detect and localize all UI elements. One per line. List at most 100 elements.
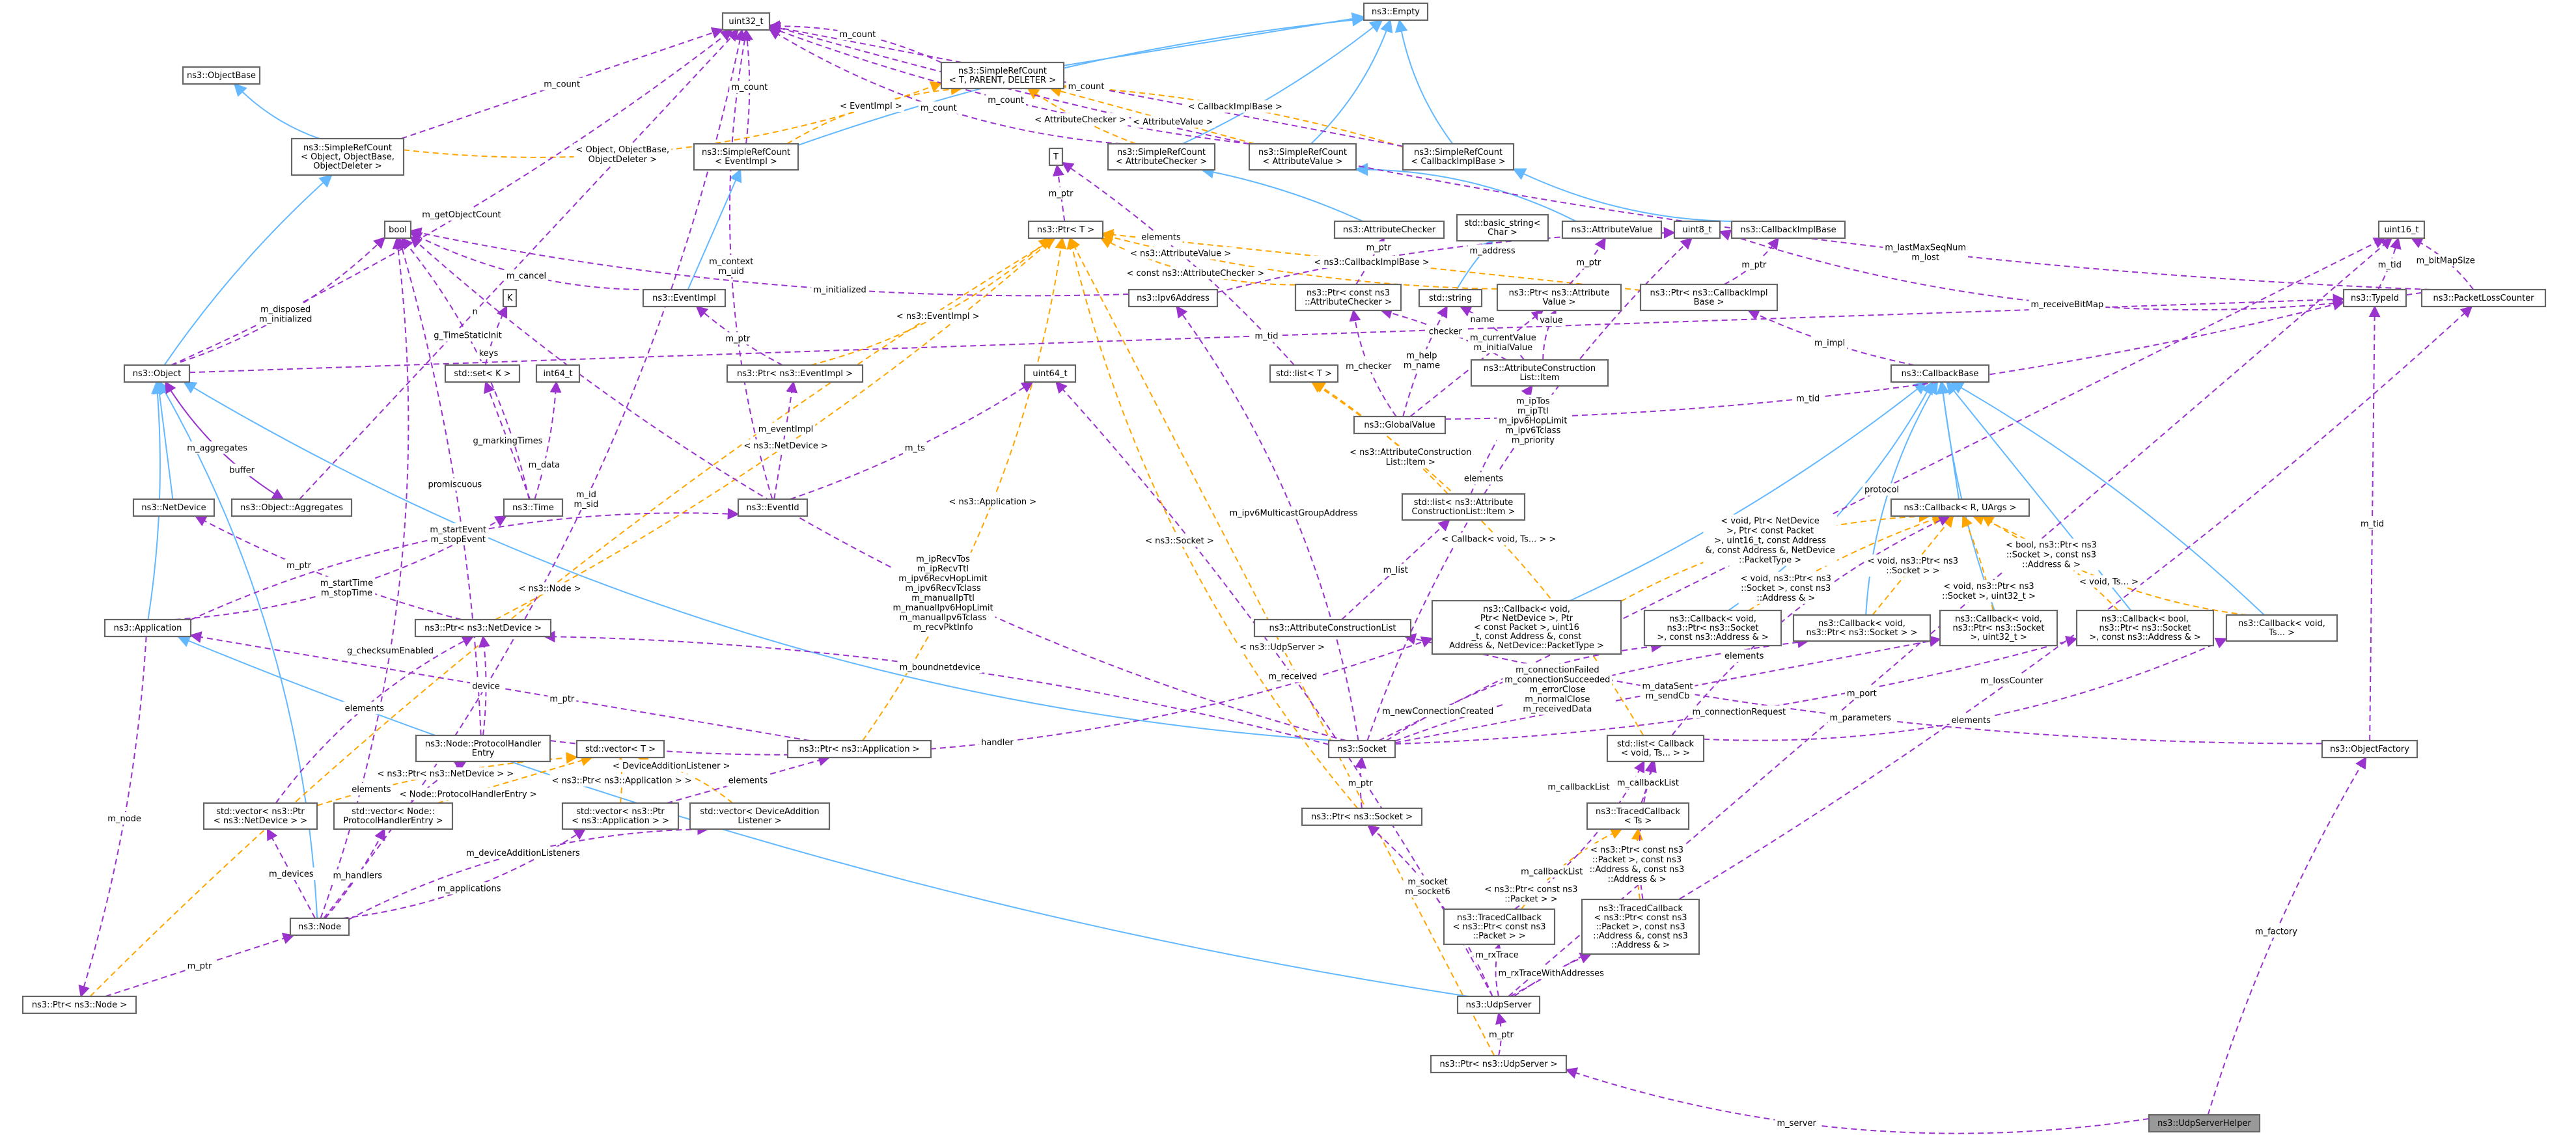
usage-edge [741, 29, 753, 144]
class-node-time[interactable]: ns3::Time [503, 498, 564, 517]
class-node-application[interactable]: ns3::Application [104, 618, 192, 638]
class-node-objectbase[interactable]: ns3::ObjectBase [182, 66, 261, 85]
node-box [1301, 807, 1423, 827]
class-node-set-k[interactable]: std::set< K > [444, 364, 521, 383]
class-node-packetlosscounter[interactable]: ns3::PacketLossCounter [2420, 288, 2547, 308]
usage-edge [666, 754, 831, 804]
class-node-objectfactory[interactable]: ns3::ObjectFactory [2321, 739, 2418, 759]
class-node-aggregates[interactable]: ns3::Object::Aggregates [230, 498, 353, 517]
class-node-uint8-t[interactable]: uint8_t [1673, 220, 1721, 239]
class-node-cb-socku32[interactable]: ns3::Callback< void,ns3::Ptr< ns3::Socke… [1939, 609, 2058, 647]
class-node-tracedcb-pktaddr[interactable]: ns3::TracedCallback< ns3::Ptr< const ns3… [1581, 898, 1700, 955]
class-node-vec-ptrnetdev[interactable]: std::vector< ns3::Ptr< ns3::NetDevice > … [202, 802, 318, 830]
class-node-callbackbase[interactable]: ns3::CallbackBase [1890, 364, 1990, 383]
inheritance-edge [1310, 19, 1393, 144]
class-node-callbackimplbase[interactable]: ns3::CallbackImplBase [1730, 220, 1846, 239]
class-node-t[interactable]: T [1048, 147, 1064, 167]
class-node-netdevice[interactable]: ns3::NetDevice [132, 498, 215, 517]
class-node-ptrapplication[interactable]: ns3::Ptr< ns3::Application > [786, 739, 932, 759]
edge-label: checker [1429, 327, 1463, 337]
class-node-src-tpd[interactable]: ns3::SimpleRefCount< T, PARENT, DELETER … [940, 61, 1065, 90]
class-node-list-callback[interactable]: std::list< Callback< void, Ts... > > [1606, 734, 1705, 763]
class-node-uint64-t[interactable]: uint64_t [1023, 364, 1077, 383]
node-label: uint32_t [728, 17, 763, 27]
class-node-ptreventimpl[interactable]: ns3::Ptr< ns3::EventImpl > [726, 364, 864, 383]
class-node-ptrattrchecker[interactable]: ns3::Ptr< const ns3::AttributeChecker > [1294, 283, 1402, 312]
class-node-int64-t[interactable]: int64_t [535, 364, 581, 383]
class-node-node[interactable]: ns3::Node [289, 917, 350, 937]
class-node-udpserverhelper[interactable]: ns3::UdpServerHelper [2148, 1114, 2261, 1133]
node-label: ns3::Ptr< ns3::Application > [799, 745, 919, 754]
class-node-ptrcbimpl[interactable]: ns3::Ptr< ns3::CallbackImplBase > [1639, 283, 1779, 312]
class-node-ptrnode[interactable]: ns3::Ptr< ns3::Node > [21, 995, 137, 1015]
edge-label-group: buffer [227, 463, 257, 476]
edge-label-group: < ns3::CallbackImplBase > [1312, 255, 1432, 268]
edge-label: m_callbackList [1521, 867, 1583, 877]
class-node-vec-dal[interactable]: std::vector< DeviceAdditionListener > [689, 802, 831, 830]
class-node-attributechecker[interactable]: ns3::AttributeChecker [1333, 220, 1445, 239]
template-edge [1748, 513, 1945, 611]
node-label: ns3::Ptr< ns3::Attribute [1509, 288, 1610, 298]
edge-label-group: m_ptr [1486, 1028, 1516, 1041]
class-node-k[interactable]: K [502, 288, 518, 308]
class-node-src-obj[interactable]: ns3::SimpleRefCount< Object, ObjectBase,… [290, 137, 405, 176]
class-node-vector-t[interactable]: std::vector< T > [575, 739, 665, 759]
class-node-acl[interactable]: ns3::AttributeConstructionList [1253, 618, 1412, 638]
class-node-bool[interactable]: bool [383, 220, 412, 239]
class-node-src-attrvalue[interactable]: ns3::SimpleRefCount< AttributeValue > [1248, 143, 1357, 171]
edge-label-background [464, 846, 582, 859]
class-node-string[interactable]: std::string [1418, 288, 1483, 308]
class-node-cb-netdev[interactable]: ns3::Callback< void,Ptr< NetDevice >, Pt… [1431, 599, 1622, 655]
class-node-object[interactable]: ns3::Object [123, 364, 191, 383]
edge-label-background [105, 812, 143, 825]
class-node-eventid[interactable]: ns3::EventId [737, 498, 809, 517]
class-node-vec-ptrapp[interactable]: std::vector< ns3::Ptr< ns3::Application … [561, 802, 680, 830]
class-node-tracedcb-pkt[interactable]: ns3::TracedCallback< ns3::Ptr< const ns3… [1443, 908, 1556, 946]
class-node-globalvalue[interactable]: ns3::GlobalValue [1353, 415, 1447, 435]
edge-label: m_count [1068, 82, 1105, 92]
class-node-acl-item[interactable]: ns3::AttributeConstructionList::Item [1470, 359, 1609, 387]
inheritance-edge [1394, 19, 1454, 144]
class-node-uint32-t[interactable]: uint32_t [721, 12, 771, 31]
class-node-tracedcb-ts[interactable]: ns3::TracedCallback< Ts > [1586, 802, 1690, 830]
edge-label: < ns3::UdpServer > [1240, 643, 1325, 653]
node-label: ns3::NetDevice [141, 503, 206, 513]
class-node-src-cbimpl[interactable]: ns3::SimpleRefCount< CallbackImplBase > [1402, 143, 1515, 171]
class-node-cb-sockaddr[interactable]: ns3::Callback< void,ns3::Ptr< ns3::Socke… [1643, 609, 1782, 647]
edge-label-background [1380, 705, 1496, 718]
edge-label-background [707, 254, 756, 277]
class-node-callback-r[interactable]: ns3::Callback< R, UArgs > [1890, 498, 2030, 517]
class-node-vec-phe[interactable]: std::vector< Node::ProtocolHandlerEntry … [333, 802, 454, 830]
class-node-protohandlerentry[interactable]: ns3::Node::ProtocolHandlerEntry [415, 734, 551, 763]
class-node-ptrsocket[interactable]: ns3::Ptr< ns3::Socket > [1301, 807, 1423, 827]
class-node-src-eventimpl[interactable]: ns3::SimpleRefCount< EventImpl > [693, 143, 799, 171]
class-node-typeid[interactable]: ns3::TypeId [2342, 288, 2407, 308]
node-label: ns3::AttributeConstruction [1484, 364, 1596, 374]
class-node-list-t[interactable]: std::list< T > [1269, 364, 1339, 383]
edge-label-background [227, 463, 257, 476]
class-node-uint16-t[interactable]: uint16_t [2377, 220, 2426, 239]
class-node-src-attrchecker[interactable]: ns3::SimpleRefCount< AttributeChecker > [1107, 143, 1216, 171]
edge-label-group: < Node::ProtocolHandlerEntry > [397, 787, 539, 800]
class-node-eventimpl[interactable]: ns3::EventImpl [642, 288, 727, 308]
class-node-cb-bool[interactable]: ns3::Callback< bool,ns3::Ptr< ns3::Socke… [2075, 609, 2215, 647]
class-node-empty[interactable]: ns3::Empty [1363, 2, 1429, 21]
class-node-attributevalue[interactable]: ns3::AttributeValue [1561, 220, 1663, 239]
node-label: ns3::Ptr< ns3::UdpServer > [1439, 1060, 1557, 1069]
class-node-ptrnetdevice[interactable]: ns3::Ptr< ns3::NetDevice > [414, 618, 552, 638]
class-node-udpserver[interactable]: ns3::UdpServer [1456, 995, 1541, 1015]
class-node-socket[interactable]: ns3::Socket [1327, 739, 1396, 759]
edge-label-group: elements [342, 702, 386, 715]
class-node-ptrudpserver[interactable]: ns3::Ptr< ns3::UdpServer > [1430, 1054, 1568, 1074]
class-node-basic-string[interactable]: std::basic_string<Char > [1456, 213, 1549, 242]
class-node-ptrattrvalue[interactable]: ns3::Ptr< ns3::AttributeValue > [1496, 283, 1622, 312]
class-node-ipv6address[interactable]: ns3::Ipv6Address [1128, 288, 1219, 308]
edge-label: < void, Ts... > [2079, 577, 2139, 587]
edge-label: m_count [839, 30, 876, 40]
class-node-ptrt[interactable]: ns3::Ptr< T > [1027, 220, 1104, 239]
class-node-cb-sock[interactable]: ns3::Callback< void,ns3::Ptr< ns3::Socke… [1792, 614, 1932, 642]
class-node-cb-voidts[interactable]: ns3::Callback< void,Ts... > [2225, 614, 2338, 642]
class-node-list-aclitem[interactable]: std::list< ns3::AttributeConstructionLis… [1401, 493, 1526, 521]
edge-label-group: m_connectionRequest [1690, 705, 1788, 718]
